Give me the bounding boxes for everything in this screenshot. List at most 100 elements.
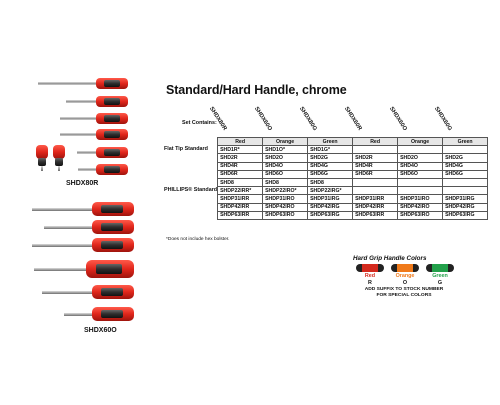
table-cell: SHD2O (262, 153, 309, 163)
table-cell: SHD2G (307, 153, 354, 163)
table-cell (397, 177, 444, 188)
color-cell: Red (352, 136, 399, 147)
table-footnote: *Does not include hex bolster. (166, 237, 230, 242)
screwdriver-1 (38, 78, 128, 89)
table-cell: SHD2G (442, 153, 489, 163)
kit-label-shdx60o: SHDX60O (84, 327, 117, 334)
table-cell: SHDP42IRG (307, 202, 354, 212)
screwdriver-10 (34, 260, 134, 278)
screwdriver-9 (32, 238, 134, 252)
handle-color-row: Red Orange Green Red Orange Green (164, 136, 489, 147)
table-cell: SHD6O (262, 169, 309, 179)
set-contains-label: Set Contains: (182, 120, 217, 126)
table-cell (397, 145, 444, 155)
kit-label-shdx80r: SHDX80R (66, 180, 99, 187)
table-cell: SHD6O (397, 169, 444, 179)
screwdriver-6 (78, 164, 128, 175)
table-cell: SHD6G (307, 169, 354, 179)
table-cell (442, 145, 489, 155)
screwdriver-7 (32, 202, 134, 216)
table-cell: SHDP31IRR (352, 194, 399, 204)
legend-suffix-green: G (437, 280, 443, 286)
table-cell (352, 177, 399, 188)
table-cell: SHDP63IRR (352, 210, 399, 220)
screwdriver-11 (42, 285, 134, 299)
red-handle-swatch (356, 264, 384, 272)
legend-suffix-red: R (368, 280, 372, 286)
table-cell: SHD1R* (217, 145, 264, 155)
table-cell (352, 186, 399, 196)
suffix-instruction-line-1: ADD SUFFIX TO STOCK NUMBER (364, 287, 444, 292)
table-cell: SHD8 (262, 177, 309, 188)
table-cell: SHDP63IRR (217, 210, 264, 220)
screwdriver-illustration: SHDX80R SHDX60O (0, 0, 165, 400)
color-cell: Red (217, 136, 264, 147)
table-cell: SHDP31IRO (262, 194, 309, 204)
table-cell: SHD2O (397, 153, 444, 163)
column-header-kit-1: SHDX80R (207, 106, 228, 132)
table-cell: SHD4R (217, 161, 264, 171)
color-cell: Orange (397, 136, 444, 147)
table-row: Flat Tip Standard SHD1R* SHD1O* SHD1G* (164, 145, 489, 155)
legend-label-green: Green (432, 273, 448, 279)
table-cell: SHD1O* (262, 145, 309, 155)
section-label-flat-tip: Flat Tip Standard (164, 145, 208, 152)
table-row: SHDP63IRR SHDP63IRO SHDP63IRG SHDP63IRR … (164, 210, 489, 220)
table-cell: SHD4G (442, 161, 489, 171)
legend-label-orange: Orange (395, 273, 415, 279)
table-cell: SHDP42IRO (262, 202, 309, 212)
kit-contents-table: Red Orange Green Red Orange Green Flat T… (164, 136, 489, 220)
table-cell (442, 177, 489, 188)
table-cell: SHD8 (217, 177, 264, 188)
table-cell: SHD4R (352, 161, 399, 171)
table-row: SHD4R SHD4O SHD4G SHD4R SHD4O SHD4G (164, 161, 489, 171)
screwdriver-set-graphic (32, 78, 134, 321)
table-cell: SHD6R (352, 169, 399, 179)
table-cell: SHDP42IRO (397, 202, 444, 212)
table-cell: SHDP31IRG (442, 194, 489, 204)
table-cell: SHD6G (442, 169, 489, 179)
column-header-kit-6: SHDX60G (432, 106, 453, 132)
table-cell: SHDP63IRO (262, 210, 309, 220)
table-cell: SHD2R (217, 153, 264, 163)
table-cell: SHDP63IRG (307, 210, 354, 220)
table-cell: SHD6R (217, 169, 264, 179)
table-cell: SHD1G* (307, 145, 354, 155)
screwdriver-3 (60, 113, 128, 124)
table-cell: SHDP63IRG (442, 210, 489, 220)
screwdriver-4 (60, 129, 128, 140)
table-cell (397, 186, 444, 196)
stubby-screwdriver-2 (53, 145, 65, 171)
suffix-instruction-line-2: FOR SPECIAL COLORS (376, 293, 432, 299)
table-cell: SHD4O (262, 161, 309, 171)
table-cell: SHDP31IRG (307, 194, 354, 204)
table-cell: SHDP22IRG* (307, 186, 354, 196)
page-title: Standard/Hard Handle, chrome (166, 83, 347, 97)
suffix-instruction: ADD SUFFIX TO STOCK NUMBER FOR SPECIAL C… (352, 287, 456, 300)
table-cell: SHD4O (397, 161, 444, 171)
table-cell: SHDP63IRO (397, 210, 444, 220)
color-cell: Orange (262, 136, 309, 147)
screwdriver-5 (77, 147, 128, 158)
table-cell: SHDP42IRG (442, 202, 489, 212)
table-cell: SHD4G (307, 161, 354, 171)
table-cell (352, 145, 399, 155)
column-header-kit-2: SHDX60O (252, 106, 273, 132)
table-cell: SHDP42IRR (217, 202, 264, 212)
grip-colors-title: Hard Grip Handle Colors (353, 255, 427, 262)
column-header-kit-5: SHDX60O (387, 106, 408, 132)
table-cell: SHDP22IRR* (217, 186, 264, 196)
section-label-phillips: PHILLIPS® Standard (164, 186, 218, 193)
legend-label-red: Red (364, 273, 376, 279)
screwdriver-2 (66, 96, 128, 107)
stubby-screwdriver-1 (36, 145, 48, 171)
table-cell: SHDP31IRO (397, 194, 444, 204)
table-row: PHILLIPS® Standard SHDP22IRR* SHDP22IRO*… (164, 186, 489, 196)
screwdriver-12 (64, 307, 134, 321)
color-cell: Green (307, 136, 354, 147)
table-cell: SHDP22IRO* (262, 186, 309, 196)
table-cell: SHD2R (352, 153, 399, 163)
legend-suffix-orange: O (402, 280, 408, 286)
table-cell: SHDP42IRR (352, 202, 399, 212)
table-cell: SHDP31IRR (217, 194, 264, 204)
